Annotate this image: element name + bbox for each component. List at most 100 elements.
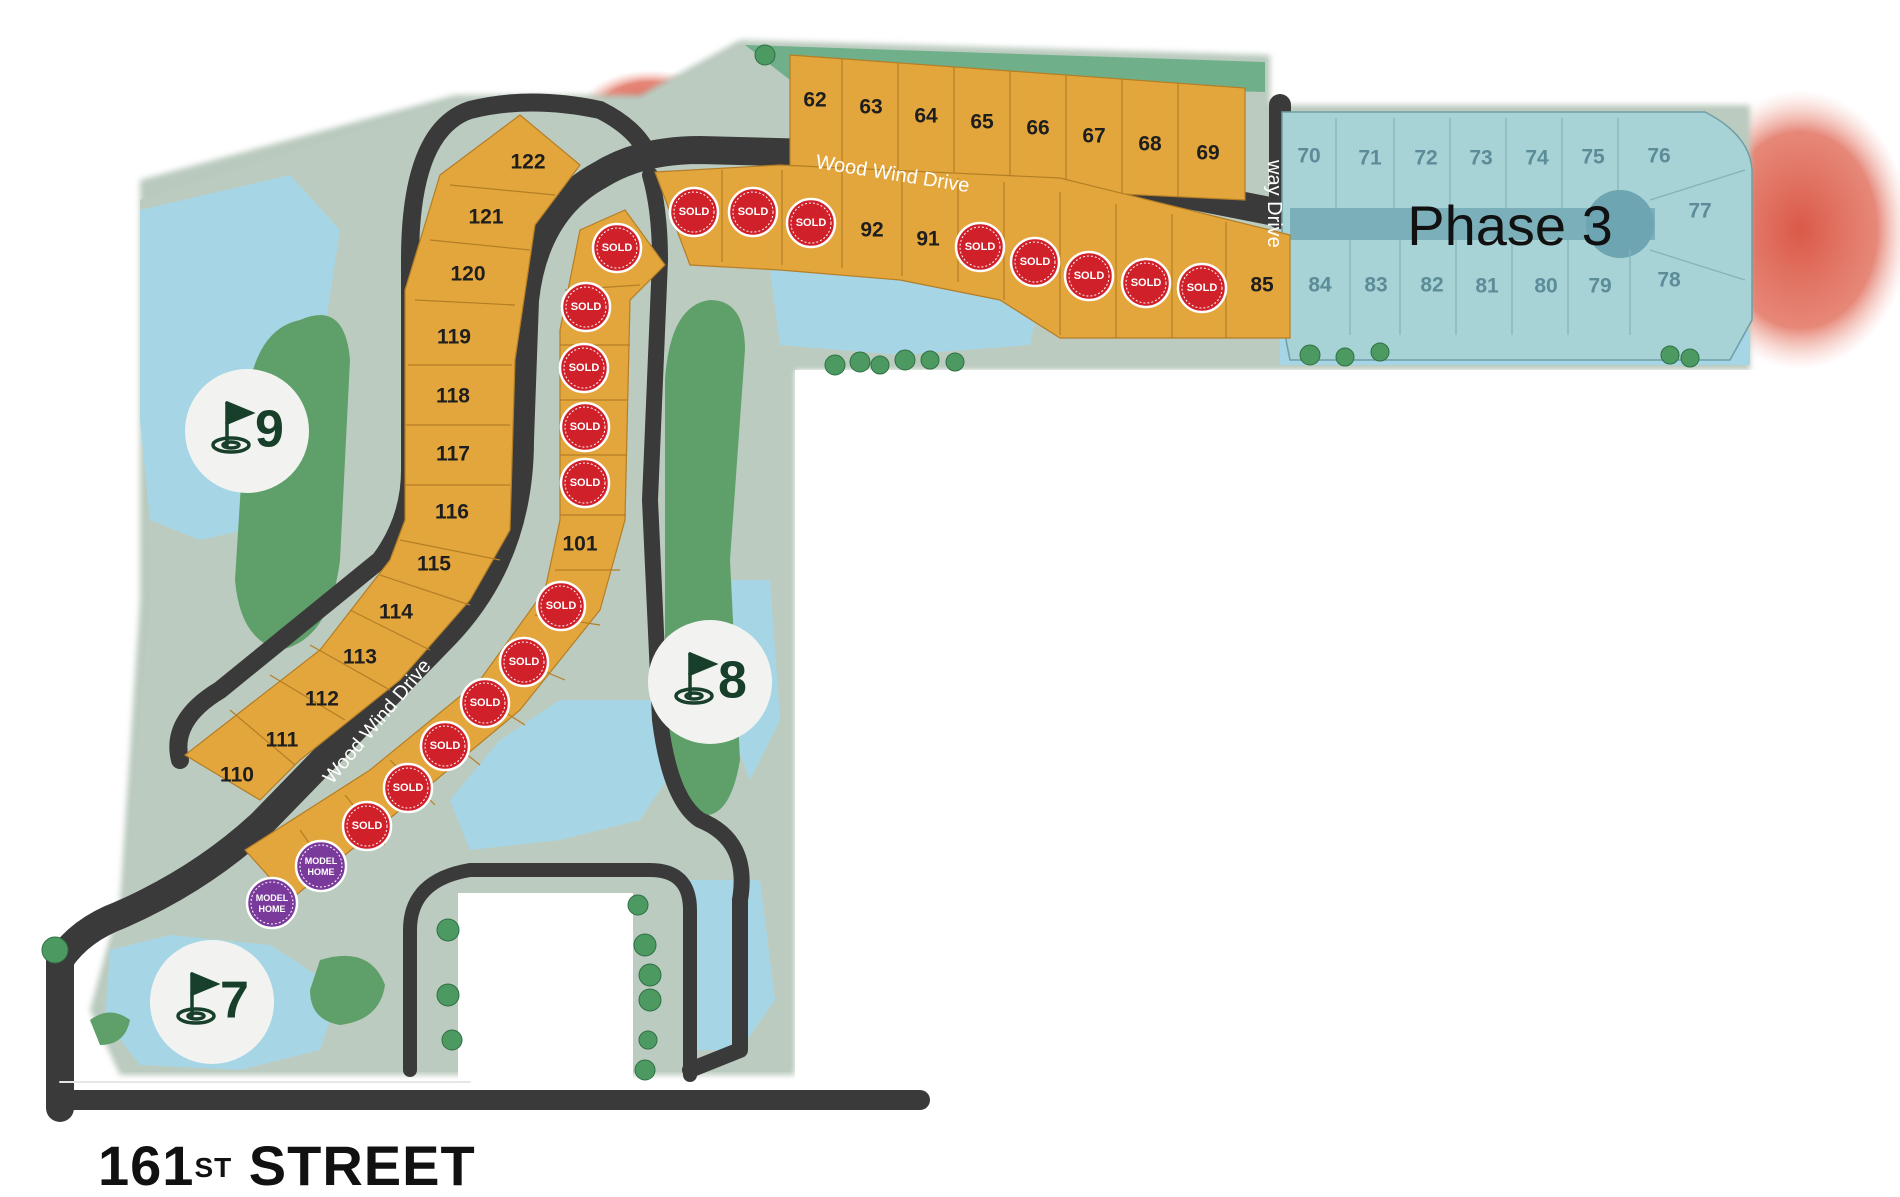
lot-84[interactable]: 84 xyxy=(1308,274,1332,297)
sold-badge[interactable]: SOLD xyxy=(419,720,471,772)
sold-label: SOLD xyxy=(569,362,600,374)
lot-101[interactable]: 101 xyxy=(562,533,597,556)
model-home-badge[interactable]: MODEL HOME xyxy=(245,876,299,930)
sold-badge[interactable]: SOLD xyxy=(1176,262,1228,314)
lot-122[interactable]: 122 xyxy=(510,151,545,174)
model-home-label-1: MODEL xyxy=(305,856,338,866)
sold-badge[interactable]: SOLD xyxy=(558,342,610,394)
sold-label: SOLD xyxy=(679,206,710,218)
model-home-badge[interactable]: MODEL HOME xyxy=(294,839,348,893)
lot-118[interactable]: 118 xyxy=(436,385,470,408)
lot-114[interactable]: 114 xyxy=(379,601,413,624)
hole-marker-7[interactable]: 7 xyxy=(150,940,274,1064)
lot-64[interactable]: 64 xyxy=(914,105,938,128)
lot-85[interactable]: 85 xyxy=(1250,274,1274,297)
lot-66[interactable]: 66 xyxy=(1026,117,1049,140)
sold-badge[interactable]: SOLD xyxy=(785,197,837,249)
lot-117[interactable]: 117 xyxy=(436,443,470,466)
sold-label: SOLD xyxy=(571,301,602,313)
street-name: STREET xyxy=(248,1134,476,1197)
lot-numbers-phase3: 70 71 72 73 74 75 76 77 78 79 80 81 82 8… xyxy=(1297,145,1711,298)
lot-112[interactable]: 112 xyxy=(305,688,339,711)
lot-113[interactable]: 113 xyxy=(343,646,377,669)
street-suffix: ST xyxy=(194,1152,233,1183)
sold-badge[interactable]: SOLD xyxy=(591,222,643,274)
sold-label: SOLD xyxy=(602,242,633,254)
sold-label: SOLD xyxy=(352,820,383,832)
hole-marker-8[interactable]: 8 xyxy=(648,620,772,744)
lot-77[interactable]: 77 xyxy=(1688,200,1711,223)
lot-numbers-top: 62 63 64 65 66 67 68 69 xyxy=(803,89,1219,165)
sold-badge[interactable]: SOLD xyxy=(1120,257,1172,309)
golf-flag-icon xyxy=(674,652,719,705)
lot-79[interactable]: 79 xyxy=(1588,275,1611,298)
lot-78[interactable]: 78 xyxy=(1657,269,1681,292)
cutout-amenity xyxy=(458,893,633,1108)
lot-81[interactable]: 81 xyxy=(1475,275,1499,298)
model-home-label-2: HOME xyxy=(259,904,286,914)
lot-67[interactable]: 67 xyxy=(1082,125,1105,148)
sold-label: SOLD xyxy=(1020,256,1051,268)
lot-row-top xyxy=(789,54,1246,201)
lot-115[interactable]: 115 xyxy=(417,553,451,576)
lot-110[interactable]: 110 xyxy=(220,764,254,787)
lot-72[interactable]: 72 xyxy=(1414,147,1437,170)
sold-badge[interactable]: SOLD xyxy=(1009,236,1061,288)
lot-74[interactable]: 74 xyxy=(1525,147,1549,170)
lot-73[interactable]: 73 xyxy=(1469,147,1492,170)
sold-label: SOLD xyxy=(570,477,601,489)
hole-number: 7 xyxy=(220,972,249,1030)
lot-121[interactable]: 121 xyxy=(468,206,503,229)
sold-label: SOLD xyxy=(470,697,501,709)
sold-badge[interactable]: SOLD xyxy=(382,762,434,814)
lot-63[interactable]: 63 xyxy=(859,96,882,119)
lot-70[interactable]: 70 xyxy=(1297,145,1320,168)
lot-80[interactable]: 80 xyxy=(1534,275,1557,298)
lot-62[interactable]: 62 xyxy=(803,89,826,112)
hole-marker-9[interactable]: 9 xyxy=(185,369,309,493)
lot-119[interactable]: 119 xyxy=(437,326,471,349)
phase3-label: Phase 3 xyxy=(1407,194,1613,257)
cutout-right xyxy=(795,370,1900,1193)
lot-120[interactable]: 120 xyxy=(450,263,485,286)
lot-65[interactable]: 65 xyxy=(970,111,994,134)
model-home-label-1: MODEL xyxy=(256,893,289,903)
sold-badge[interactable]: SOLD xyxy=(559,401,611,453)
sold-label: SOLD xyxy=(965,241,996,253)
road-label-side: way Drive xyxy=(1263,159,1285,248)
golf-flag-icon xyxy=(211,401,256,454)
sold-label: SOLD xyxy=(1187,282,1218,294)
lot-91[interactable]: 91 xyxy=(916,228,940,251)
lot-71[interactable]: 71 xyxy=(1358,147,1382,170)
lot-69[interactable]: 69 xyxy=(1196,142,1219,165)
lot-111[interactable]: 111 xyxy=(266,729,299,752)
sold-badge[interactable]: SOLD xyxy=(668,186,720,238)
sold-label: SOLD xyxy=(796,217,827,229)
sold-label: SOLD xyxy=(738,206,769,218)
lot-76[interactable]: 76 xyxy=(1647,145,1670,168)
lot-column-outer xyxy=(183,114,581,801)
lot-68[interactable]: 68 xyxy=(1138,133,1162,156)
sold-badge[interactable]: SOLD xyxy=(560,281,612,333)
sold-badge[interactable]: SOLD xyxy=(535,580,587,632)
sold-label: SOLD xyxy=(570,421,601,433)
hole-number: 9 xyxy=(255,401,284,459)
sold-badge[interactable]: SOLD xyxy=(559,457,611,509)
golf-flag-icon xyxy=(176,972,221,1025)
sold-badge[interactable]: SOLD xyxy=(341,800,393,852)
sold-badge[interactable]: SOLD xyxy=(727,186,779,238)
sold-badge[interactable]: SOLD xyxy=(954,221,1006,273)
sold-label: SOLD xyxy=(1074,270,1105,282)
lot-92[interactable]: 92 xyxy=(860,219,883,242)
lot-83[interactable]: 83 xyxy=(1364,274,1387,297)
lot-numbers-outer: 122 121 120 119 118 117 116 115 114 113 … xyxy=(220,151,598,787)
sold-badge[interactable]: SOLD xyxy=(459,677,511,729)
lot-116[interactable]: 116 xyxy=(435,501,469,524)
lot-75[interactable]: 75 xyxy=(1581,146,1605,169)
sold-label: SOLD xyxy=(1131,277,1162,289)
sold-badge[interactable]: SOLD xyxy=(498,636,550,688)
sold-badge[interactable]: SOLD xyxy=(1063,250,1115,302)
sold-label: SOLD xyxy=(430,740,461,752)
lot-82[interactable]: 82 xyxy=(1420,274,1443,297)
